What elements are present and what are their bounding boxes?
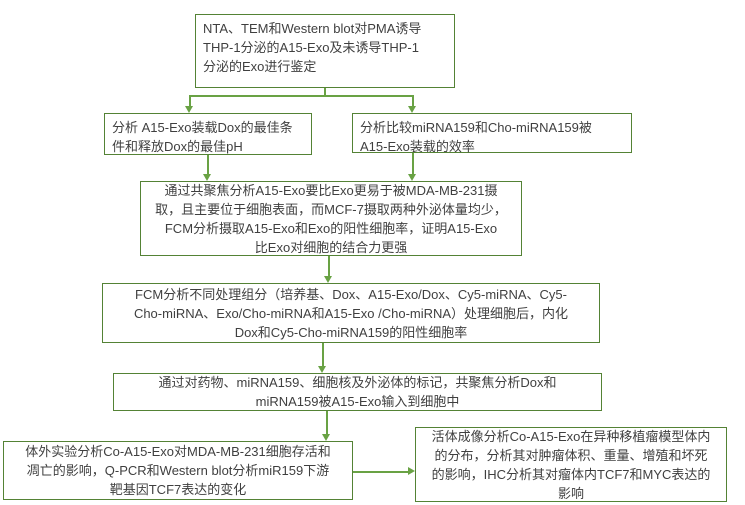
- flow-box-in-vitro-effect: 体外实验分析Co-A15-Exo对MDA-MB-231细胞存活和 凋亡的影响，Q…: [3, 441, 353, 500]
- arrowhead-down-icon: [324, 276, 332, 283]
- connector-top-stem: [324, 88, 326, 96]
- connector-branch: [189, 95, 414, 97]
- connector-fcm-to-confocal: [322, 343, 324, 367]
- connector-confocal-to-invitro: [326, 411, 328, 435]
- flow-box-mirna-loading-efficiency: 分析比较miRNA159和Cho-miRNA159被 A15-Exo装载的效率: [352, 113, 632, 154]
- flow-box-fcm-internalization: FCM分析不同处理组分（培养基、Dox、A15-Exo/Dox、Cy5-miRN…: [102, 283, 600, 343]
- arrowhead-down-icon: [408, 106, 416, 113]
- arrowhead-down-icon: [185, 106, 193, 113]
- connector-mirna-to-uptake: [412, 153, 414, 175]
- flow-box-identification-text: NTA、TEM和Western blot对PMA诱导 THP-1分泌的A15-E…: [203, 21, 422, 74]
- connector-uptake-to-fcm: [328, 256, 330, 277]
- connector-invitro-to-invivo: [353, 471, 409, 473]
- arrowhead-down-icon: [322, 434, 330, 441]
- flow-box-mirna-loading-efficiency-text: 分析比较miRNA159和Cho-miRNA159被 A15-Exo装载的效率: [360, 120, 592, 154]
- connector-branch-right-drop: [412, 95, 414, 106]
- flow-box-fcm-internalization-text: FCM分析不同处理组分（培养基、Dox、A15-Exo/Dox、Cy5-miRN…: [133, 286, 569, 340]
- flow-box-in-vivo-effect-text: 活体成像分析Co-A15-Exo在异种移植瘤模型体内 的分布，分析其对肿瘤体积、…: [431, 428, 711, 501]
- arrowhead-right-icon: [408, 467, 415, 475]
- flow-box-dox-loading-text: 分析 A15-Exo装载Dox的最佳条 件和释放Dox的最佳pH: [112, 120, 293, 154]
- flow-box-identification: NTA、TEM和Western blot对PMA诱导 THP-1分泌的A15-E…: [195, 14, 455, 88]
- arrowhead-down-icon: [203, 174, 211, 181]
- flow-box-confocal-delivery-text: 通过对药物、miRNA159、细胞核及外泌体的标记，共聚焦分析Dox和 miRN…: [158, 375, 557, 409]
- arrowhead-down-icon: [408, 174, 416, 181]
- flow-box-cell-uptake-text: 通过共聚焦分析A15-Exo要比Exo更易于被MDA-MB-231摄 取，且主要…: [155, 182, 507, 255]
- flow-box-confocal-delivery: 通过对药物、miRNA159、细胞核及外泌体的标记，共聚焦分析Dox和 miRN…: [113, 373, 602, 411]
- flow-box-dox-loading: 分析 A15-Exo装载Dox的最佳条 件和释放Dox的最佳pH: [104, 113, 312, 155]
- flow-box-in-vivo-effect: 活体成像分析Co-A15-Exo在异种移植瘤模型体内 的分布，分析其对肿瘤体积、…: [415, 427, 727, 502]
- connector-dox-to-uptake: [207, 155, 209, 175]
- flow-box-cell-uptake: 通过共聚焦分析A15-Exo要比Exo更易于被MDA-MB-231摄 取，且主要…: [140, 181, 522, 256]
- arrowhead-down-icon: [318, 366, 326, 373]
- connector-branch-left-drop: [189, 95, 191, 106]
- flow-box-in-vitro-effect-text: 体外实验分析Co-A15-Exo对MDA-MB-231细胞存活和 凋亡的影响，Q…: [25, 444, 331, 497]
